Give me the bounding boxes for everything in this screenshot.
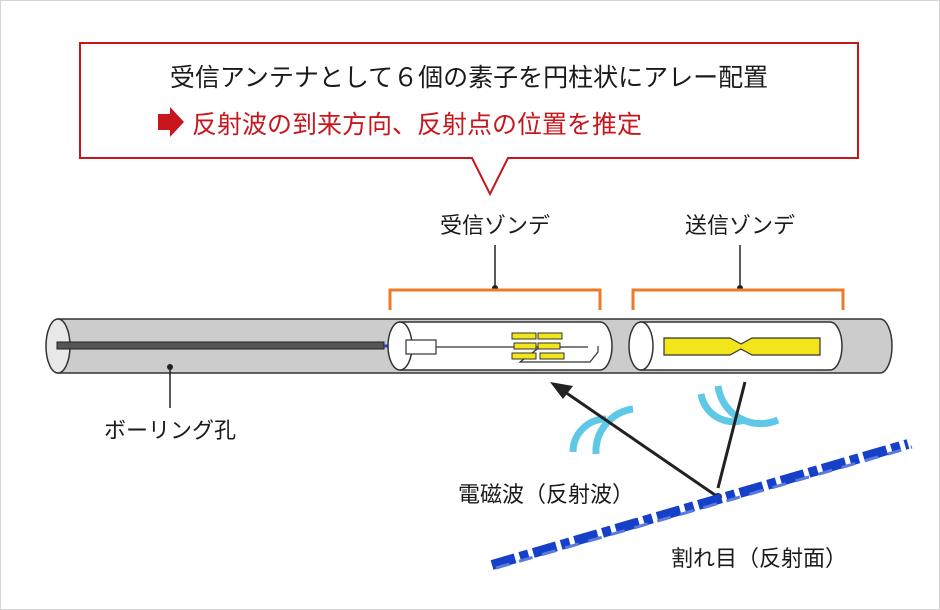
fracture-line — [490, 439, 913, 570]
incident-wave-path — [716, 381, 747, 489]
borehole-label-dot — [167, 364, 173, 370]
em-wave-label: 電磁波（反射波） — [458, 483, 634, 508]
transmitter-sonde-end — [628, 321, 654, 371]
received-wave-icon — [569, 405, 634, 455]
callout-box — [79, 42, 859, 197]
antenna-element — [511, 332, 537, 340]
antenna-element — [537, 332, 563, 340]
transmitter-bracket — [631, 288, 845, 310]
transmitter-sonde-label: 送信ゾンデ — [685, 214, 795, 239]
fracture-label: 割れ目（反射面） — [671, 547, 847, 572]
callout-line2: 反射波の到来方向、反射点の位置を推定 — [192, 110, 642, 139]
receiver-bracket — [388, 288, 602, 310]
receiver-connector — [405, 339, 437, 355]
borehole-label: ボーリング孔 — [104, 419, 236, 444]
receiver-sonde-label: 受信ゾンデ — [440, 214, 550, 239]
antenna-element — [537, 342, 561, 350]
antenna-element — [511, 352, 537, 360]
reflected-wave-arrowhead — [550, 382, 573, 399]
rod — [56, 341, 385, 350]
callout-line1: 受信アンテナとして６個の素子を円柱状にアレー配置 — [170, 63, 768, 92]
transmitter-antenna — [663, 337, 821, 356]
antenna-element — [539, 352, 565, 360]
red-arrow-icon — [158, 107, 184, 137]
reflected-wave-path — [564, 390, 719, 499]
antenna-element — [513, 342, 537, 350]
transmitted-wave-icon — [697, 385, 780, 428]
